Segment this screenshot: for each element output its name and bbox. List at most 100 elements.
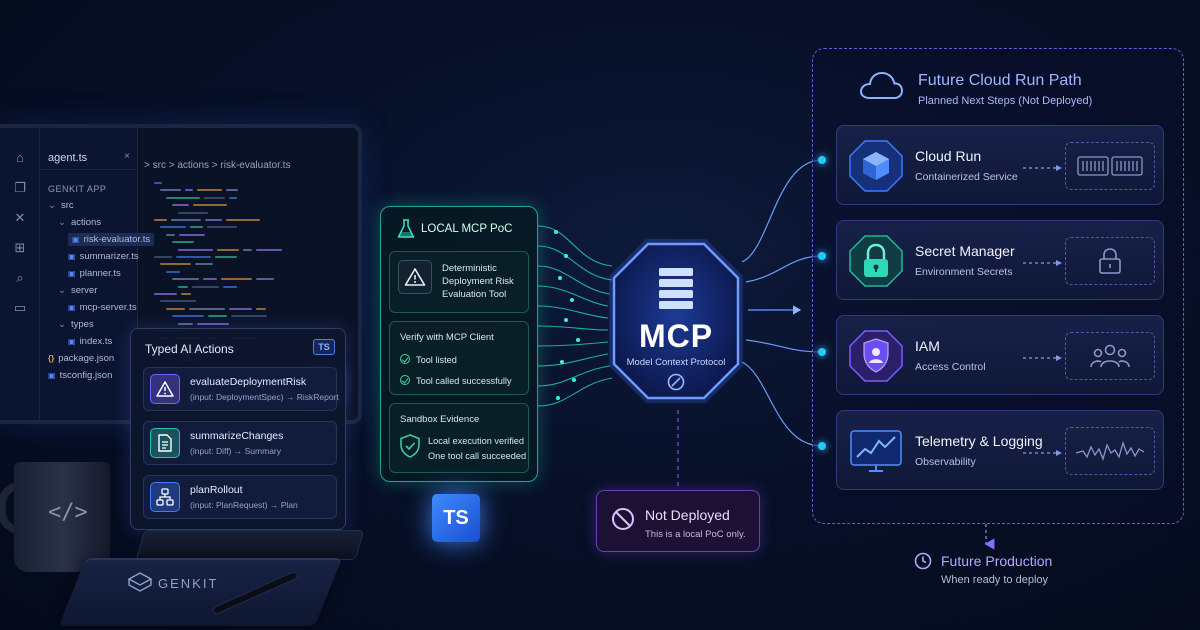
- verify-card: Verify with MCP Client Tool listed Tool …: [389, 321, 529, 395]
- lock-icon: [849, 235, 903, 287]
- file-icon[interactable]: ▭: [13, 300, 27, 315]
- code-token: [160, 226, 186, 229]
- chevron-down-icon: ⌄: [48, 200, 56, 211]
- tab-agent-ts[interactable]: agent.ts ×: [40, 146, 136, 170]
- action-card-evaluateDeploymentRisk[interactable]: evaluateDeploymentRisk(input: Deployment…: [143, 367, 339, 411]
- notebook: [58, 560, 342, 626]
- poc-title: LOCAL MCP PoC: [421, 223, 513, 235]
- not-deployed-callout: Not Deployed This is a local PoC only.: [596, 490, 760, 552]
- code-token: [172, 241, 194, 244]
- code-token: [160, 189, 181, 192]
- service-card-cloud-run[interactable]: Cloud Run Containerized Service: [836, 125, 1164, 205]
- typed-actions-title: Typed AI Actions: [145, 342, 234, 356]
- future-production-subtitle: When ready to deploy: [941, 574, 1049, 586]
- code-token: [178, 322, 193, 325]
- service-subtitle: Containerized Service: [915, 171, 1018, 183]
- tree-item-label: summarizer.ts: [79, 251, 139, 262]
- tree-item-summarizer-ts[interactable]: ▣summarizer.ts: [68, 251, 139, 262]
- action-signature: (input: DeploymentSpec) → RiskReport: [190, 392, 339, 402]
- verify-title: Verify with MCP Client: [400, 332, 494, 343]
- code-token: [178, 248, 213, 251]
- code-token: [172, 204, 189, 207]
- home-icon[interactable]: ⌂: [16, 150, 24, 165]
- service-subtitle: Observability: [915, 456, 976, 468]
- shield-check-icon: [400, 434, 420, 458]
- notebook-label: GENKIT: [158, 576, 219, 591]
- flow-icon: [150, 482, 180, 512]
- mcp-subtitle: Model Context Protocol: [626, 357, 726, 368]
- code-token: [226, 189, 238, 192]
- tree-item-actions[interactable]: ⌄actions: [58, 217, 101, 228]
- check-circle-icon: [400, 375, 410, 385]
- warning-icon: [398, 260, 432, 294]
- connector-dot: [818, 348, 826, 356]
- code-token: [190, 226, 203, 229]
- explorer-icon[interactable]: ❐: [14, 180, 26, 195]
- code-token: [192, 285, 219, 288]
- tool-card[interactable]: Deterministic Deployment Risk Evaluation…: [389, 251, 529, 313]
- local-mcp-poc-panel: LOCAL MCP PoC Deterministic Deployment R…: [380, 206, 538, 482]
- clock-icon: [914, 552, 932, 570]
- tree-item-label: types: [70, 319, 94, 330]
- action-card-summarizeChanges[interactable]: summarizeChanges(input: Diff) → Summary: [143, 421, 337, 465]
- not-deployed-title: Not Deployed: [645, 507, 730, 523]
- sandbox-line-1: Local execution verified: [428, 436, 525, 446]
- tools-icon[interactable]: ✕: [14, 210, 26, 225]
- tree-item-index-ts[interactable]: ▣index.ts: [68, 336, 112, 347]
- tree-item-tsconfig-json[interactable]: ▣tsconfig.json: [48, 370, 112, 381]
- json-file-icon: {}: [48, 354, 55, 363]
- extensions-icon[interactable]: ⊞: [14, 240, 26, 255]
- code-token: [217, 248, 239, 251]
- dashed-arrow-icon: [1023, 450, 1062, 456]
- connector-dot: [818, 252, 826, 260]
- code-token: [229, 307, 252, 310]
- code-token: [221, 278, 252, 281]
- tree-item-mcp-server-ts[interactable]: ▣mcp-server.ts: [68, 302, 137, 313]
- code-token: [226, 219, 260, 221]
- dashed-arrow-icon: [1023, 355, 1062, 361]
- tree-item-label: package.json: [58, 353, 115, 364]
- service-card-telemetry[interactable]: Telemetry & Logging Observability: [836, 410, 1164, 490]
- action-card-planRollout[interactable]: planRollout(input: PlanRequest) → Plan: [143, 475, 337, 519]
- code-token: [154, 182, 162, 184]
- code-token: [193, 204, 227, 207]
- code-token: [172, 278, 199, 281]
- code-token: [154, 256, 172, 258]
- code-token: [178, 211, 208, 214]
- check-label: Tool called successfully: [416, 376, 512, 386]
- code-glyph-icon: </>: [48, 500, 88, 525]
- code-token: [207, 226, 237, 229]
- not-deployed-subtitle: This is a local PoC only.: [645, 529, 746, 540]
- code-token: [243, 248, 252, 251]
- user-shield-icon: [849, 330, 903, 382]
- service-title: IAM: [915, 338, 940, 354]
- tree-item-server[interactable]: ⌄server: [58, 285, 97, 296]
- tree-item-label: actions: [70, 217, 102, 228]
- search-icon[interactable]: ⌕: [16, 270, 24, 285]
- ts-file-icon: ▣: [68, 303, 76, 312]
- dashed-arrow-icon: [1023, 165, 1062, 171]
- service-card-iam[interactable]: IAM Access Control: [836, 315, 1164, 395]
- typed-ai-actions-panel: Typed AI Actions TS evaluateDeploymentRi…: [130, 328, 346, 530]
- service-card-secret-manager[interactable]: Secret Manager Environment Secrets: [836, 220, 1164, 300]
- tree-item-planner-ts[interactable]: ▣planner.ts: [68, 268, 121, 279]
- code-token: [203, 278, 217, 281]
- code-token: [231, 315, 267, 318]
- code-token: [256, 248, 282, 251]
- chart-monitor-icon: [850, 430, 902, 472]
- code-token: [229, 196, 237, 199]
- sandbox-line-2: One tool call succeeded: [428, 451, 527, 461]
- tree-item-src[interactable]: ⌄src: [48, 200, 74, 211]
- action-name: planRollout: [190, 484, 243, 496]
- ts-file-icon: ▣: [48, 371, 56, 380]
- tree-item-types[interactable]: ⌄types: [58, 319, 94, 330]
- close-icon[interactable]: ×: [124, 151, 130, 162]
- tool-description: Deterministic Deployment Risk Evaluation…: [442, 263, 514, 300]
- sandbox-evidence-card: Sandbox Evidence Local execution verifie…: [389, 403, 529, 473]
- future-production-title: Future Production: [941, 553, 1053, 569]
- tree-item-package-json[interactable]: {}package.json: [48, 353, 114, 364]
- tree-item-risk-evaluator-ts[interactable]: ▣risk-evaluator.ts: [68, 233, 155, 246]
- server-stack-icon: [659, 268, 693, 309]
- service-title: Telemetry & Logging: [915, 433, 1043, 449]
- code-token: [205, 219, 222, 221]
